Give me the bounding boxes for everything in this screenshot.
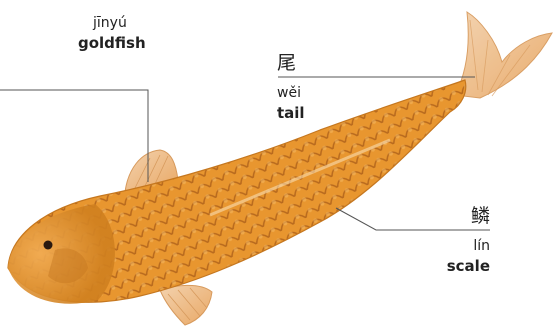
eye: [44, 241, 53, 250]
scale-leader-line: [336, 208, 490, 230]
scale-pinyin: lín: [473, 239, 490, 253]
tail-hanzi: 尾: [277, 54, 296, 73]
tail-pinyin: wěi: [277, 86, 301, 100]
goldfish-pinyin: jīnyú: [93, 16, 127, 30]
tail-fin: [455, 12, 552, 98]
goldfish-leader-line: [0, 90, 148, 182]
scale-hanzi: 鳞: [471, 207, 490, 226]
scale-english: scale: [447, 259, 490, 274]
goldfish-english: goldfish: [78, 36, 146, 51]
tail-english: tail: [277, 106, 305, 121]
